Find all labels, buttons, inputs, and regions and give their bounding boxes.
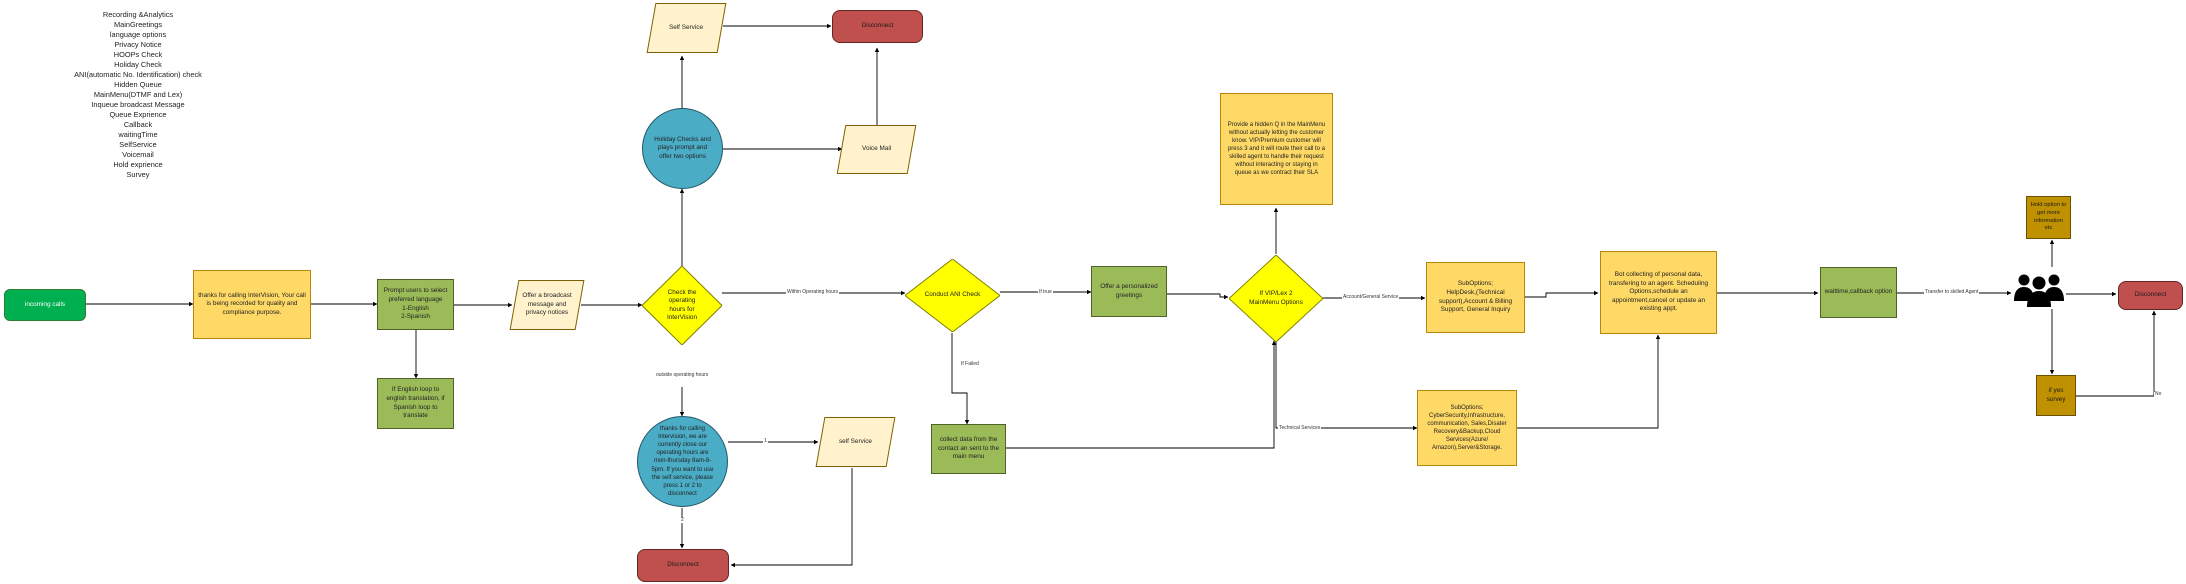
edge-label-technical: Technical Services — [1278, 425, 1322, 431]
feature-item: Inqueue broadcast Message — [91, 100, 185, 109]
translation-node: If English loop to english translation, … — [377, 378, 454, 429]
operating-hours-decision: Check the operating hours for InterVisio… — [642, 266, 722, 345]
feature-item: waitingTime — [118, 130, 158, 139]
feature-item: Voicemail — [122, 150, 154, 159]
language-selection-node: Prompt users to select preferred languag… — [377, 279, 454, 330]
edge-collect-mainmenu — [1006, 340, 1277, 449]
edge-label-transfer: Transfer to skilled Agent — [1924, 289, 1980, 295]
ani-check-decision: Conduct ANI Check — [905, 259, 1000, 332]
feature-item: Hold exprience — [113, 160, 163, 169]
self-service-top-text: Self Service — [669, 23, 704, 31]
edge-general-bot — [1525, 290, 1599, 298]
feature-item: Hidden Queue — [114, 80, 162, 89]
edge-ani-collect — [951, 333, 970, 425]
self-service-bottom-text: self Service — [838, 437, 873, 445]
greeting-node: thanks for calling InterVision, Your cal… — [193, 270, 311, 339]
edge-label-account-general: Account/General Service — [1342, 294, 1400, 300]
edge-label-if-failed: If Failed — [960, 361, 980, 367]
personalized-greeting-node: Offer a personalized greetings — [1091, 266, 1167, 317]
disconnect-top-node: Disconnect — [832, 10, 923, 43]
edge-mainmenu-technical — [1275, 341, 1418, 431]
edge-label-option-one: 1 — [763, 438, 768, 444]
hidden-queue-node: Provide a hidden Q in the MainMenu witho… — [1220, 93, 1333, 205]
feature-item: ANI(automatic No. Identification) check — [74, 70, 202, 79]
incoming-calls-node: incoming calls — [4, 289, 86, 321]
holiday-check-node: Holiday Checks and plays prompt and offe… — [642, 108, 723, 189]
main-menu-label: If VIP/Lex 2 MainMenu Options — [1249, 290, 1303, 306]
broadcast-message-node: Offer a broadcast message and privacy no… — [509, 280, 585, 330]
voicemail-text: Voice Mail — [861, 145, 892, 153]
feature-item: language options — [109, 30, 167, 39]
agents-group-icon — [2014, 274, 2064, 307]
edge-label-if-true: If true — [1038, 289, 1053, 295]
edge-label-outside-hours: outside operating hours — [655, 372, 710, 378]
survey-node: if yes survey — [2036, 375, 2076, 416]
feature-item: Privacy Notice — [114, 40, 162, 49]
ani-check-label: Conduct ANI Check — [924, 291, 981, 299]
edge-label-option-two: 2 — [680, 517, 685, 523]
feature-item: Recording &Analytics — [102, 10, 174, 19]
broadcast-message-text: Offer a broadcast message and privacy no… — [522, 292, 572, 317]
general-suboptions-node: SubOptions; HelpDesk,(Technical support)… — [1426, 262, 1525, 333]
waittime-callback-node: waittime,callback option — [1820, 267, 1897, 318]
self-service-bottom-node: self Service — [815, 417, 896, 467]
edge-selfservice-disconnect-bottom — [730, 468, 853, 568]
feature-item: MainGreetings — [113, 20, 163, 29]
feature-item: Holiday Check — [114, 60, 162, 69]
self-service-top-node: Self Service — [646, 3, 727, 53]
feature-item: Queue Exprience — [109, 110, 167, 119]
feature-item: HOOPs Check — [113, 50, 163, 59]
hold-option-node: Hold option to get more information etc — [2026, 196, 2071, 239]
disconnect-end-node: Disconnect — [2118, 281, 2183, 310]
feature-item: MainMenu(DTMF and Lex) — [93, 90, 183, 99]
voicemail-node: Voice Mail — [836, 125, 917, 174]
feature-item: Survey — [126, 170, 150, 179]
disconnect-bottom-node: Disconnect — [637, 549, 729, 582]
edge-label-within-hours: Within Operating hours — [786, 289, 840, 295]
edge-survey-disconnect — [2074, 310, 2157, 397]
main-menu-decision: If VIP/Lex 2 MainMenu Options — [1229, 255, 1323, 342]
technical-suboptions-node: SubOptions; CyberSecurity,Infrastructure… — [1417, 390, 1517, 466]
edge-label-no: No — [2154, 391, 2163, 397]
edge-personal-mainmenu — [1167, 293, 1229, 300]
edge-technical-bot — [1517, 334, 1661, 429]
feature-item: SelfService — [119, 140, 157, 149]
bot-data-collection-node: Bot collecting of personal data, transfe… — [1600, 251, 1717, 334]
operating-hours-label: Check the operating hours for InterVisio… — [666, 288, 698, 321]
closed-hours-node: thanks for calling Intervision, we are c… — [637, 416, 728, 507]
feature-item: Callback — [123, 120, 153, 129]
collect-data-node: collect data from the contact an sent to… — [931, 424, 1006, 474]
